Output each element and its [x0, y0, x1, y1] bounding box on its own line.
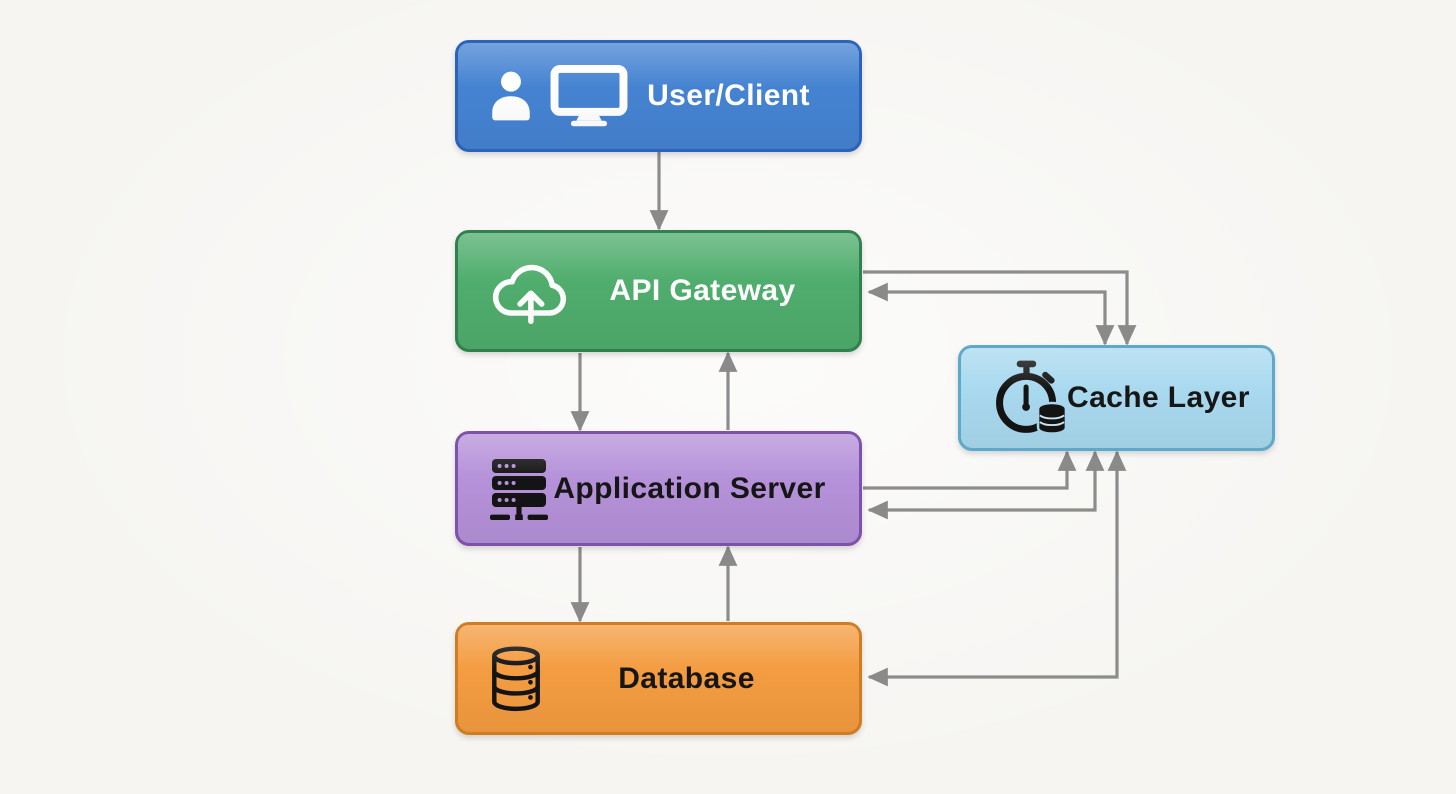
edge-cache-and-app-server — [867, 450, 1105, 520]
node-label-api-gateway: API Gateway — [609, 274, 796, 307]
node-application-server: Application Server — [455, 431, 862, 546]
node-label-user-client: User/Client — [647, 79, 810, 112]
node-label-database: Database — [618, 661, 755, 695]
node-api-gateway: API Gateway — [455, 230, 862, 352]
edge-cache-and-api-gateway — [867, 282, 1115, 346]
monitor-icon — [550, 65, 628, 127]
server-rack-icon — [490, 458, 548, 520]
node-label-cache-layer: Cache Layer — [1067, 381, 1250, 414]
user-icon — [492, 71, 530, 121]
database-icon — [492, 645, 540, 711]
node-label-application-server: Application Server — [553, 471, 826, 505]
edge-app-server-to-cache — [863, 450, 1077, 490]
edge-cache-and-database — [867, 450, 1127, 687]
cloud-upload-icon — [492, 264, 567, 325]
edge-api-gateway-to-cache — [863, 270, 1137, 346]
stopwatch-cache-icon — [996, 360, 1067, 435]
node-cache-layer: Cache Layer — [958, 345, 1275, 451]
node-user-client: User/Client — [455, 40, 862, 152]
node-database: Database — [455, 622, 862, 735]
